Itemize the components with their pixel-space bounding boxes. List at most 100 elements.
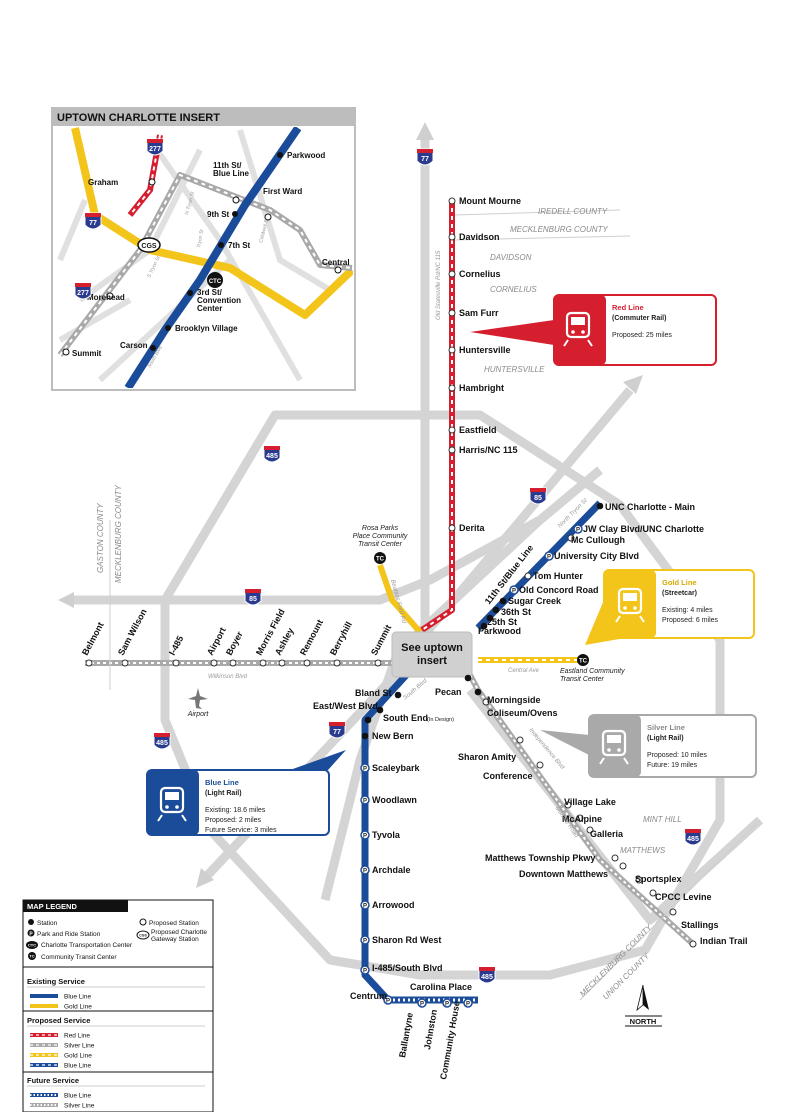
- eastland-tc-badge-text: TC: [579, 659, 588, 665]
- rosa-parks-tc-badge-text: TC: [376, 557, 385, 563]
- blue-station-sharon-rd-west-park-ride-mark: P: [363, 939, 367, 945]
- future-station-422: [417, 998, 427, 1008]
- label-derita: Derita: [459, 523, 486, 533]
- legend-proposed-silver-line: Silver Line: [64, 1043, 95, 1050]
- gold-line-name: Gold Line: [662, 578, 697, 587]
- red-station-derita: [448, 524, 456, 532]
- interstate-i85-ne-shield-icon: 85: [529, 487, 547, 505]
- town-davidson: DAVIDSON: [490, 253, 532, 262]
- label-coliseum-ovens: Coliseum/Ovens: [487, 708, 558, 718]
- red-station-hambright: [448, 384, 456, 392]
- blue-station-east-west-blvd: [376, 706, 384, 714]
- silver-station-ashley: [278, 659, 286, 667]
- label-summit: Summit: [369, 623, 393, 657]
- label-village-lake: Village Lake: [564, 797, 616, 807]
- label-25th-st: 25th St: [487, 617, 517, 627]
- insert-interstate-277-shield-icon: 277: [74, 282, 92, 300]
- town-mint-hill: MINT HILL: [643, 815, 682, 824]
- label-new-bern: New Bern: [372, 731, 414, 741]
- silver-station-morris-field: [259, 659, 267, 667]
- red-line-name: Red Line: [612, 303, 644, 312]
- interstate-i485-south-shield-icon-number: 485: [481, 974, 493, 981]
- blue-station-i-485-south-blvd-park-ride-mark: P: [363, 969, 367, 975]
- gold-line-west: [377, 564, 423, 634]
- interstate-i77-north-shield-icon-number: 77: [421, 156, 429, 163]
- future-station-422-park-ride-mark: P: [420, 1002, 424, 1008]
- blue-station-sharon-rd-west: [360, 935, 370, 945]
- blue-station-woodlawn-park-ride-mark: P: [363, 799, 367, 805]
- silver-station-pecan: [464, 674, 472, 682]
- label-woodlawn: Woodlawn: [372, 795, 417, 805]
- insert-station-7th-st: 7th St: [228, 241, 251, 250]
- label-i-485: I-485: [167, 634, 185, 657]
- blue-station-scaleybark: [360, 763, 370, 773]
- uptown-insert-reference[interactable]: [391, 631, 473, 678]
- label-centrum: Centrum: [350, 991, 387, 1001]
- silver-line-type: (Light Rail): [647, 735, 684, 742]
- silver-station-sportsplex: [635, 876, 643, 884]
- legend-existing-title: Existing Service: [27, 977, 85, 986]
- interstate-i77-south-shield-icon-number: 77: [333, 729, 341, 736]
- blue-station-archdale-park-ride-mark: P: [363, 869, 367, 875]
- interstate-i485-se-shield-icon-number: 485: [687, 836, 699, 843]
- red-station-davidson: [448, 233, 456, 241]
- blue-station-old-concord-road: [509, 585, 519, 595]
- silver-line-note-0: Proposed: 10 miles: [647, 752, 707, 759]
- interstate-i85-west-shield-icon-number: 85: [249, 596, 257, 603]
- interstate-i485-se-shield-icon: 485: [684, 828, 702, 846]
- insert-interstate-77-shield-icon: 77: [84, 212, 102, 230]
- blue-station-unc-charlotte-main: [596, 502, 604, 510]
- road-old-statesville: Old Statesville Rd/NC 115: [436, 250, 442, 320]
- interstate-i77-south-shield-icon: 77: [328, 721, 346, 739]
- red-line-type: (Commuter Rail): [612, 315, 666, 322]
- road-wilkinson: Wilkinson Blvd: [208, 674, 248, 680]
- interstate-i485-sw-shield-icon: 485: [153, 732, 171, 750]
- label-university-city-blvd: University City Blvd: [554, 551, 639, 561]
- insert-station-central: Central: [322, 258, 350, 267]
- interstate-i85-west-shield-icon: 85: [244, 588, 262, 606]
- label-huntersville: Huntersville: [459, 345, 511, 355]
- legend-proposed-station-symbol: [139, 918, 147, 926]
- blue-station-scaleybark-park-ride-mark: P: [363, 767, 367, 773]
- county-iredell: IREDELL COUNTY: [538, 207, 608, 216]
- label-eastfield: Eastfield: [459, 425, 497, 435]
- blue-station-jw-clay-blvd-unc-charlotte: [573, 524, 583, 534]
- blue-line-note-1: Proposed: 2 miles: [205, 817, 262, 824]
- label-mcalpine: McAlpine: [562, 814, 602, 824]
- label-carolina-place: Carolina Place: [410, 982, 472, 992]
- label-morningside: Morningside: [487, 695, 541, 705]
- town-huntersville: HUNTERSVILLE: [484, 365, 545, 374]
- silver-station-sharon-amity: [516, 736, 524, 744]
- red-line-info-box: Red Line (Commuter Rail) Proposed: 25 mile…: [470, 294, 717, 366]
- insert-ctc-badge: CTC: [209, 279, 222, 285]
- train-icon: [563, 311, 593, 347]
- rosa-parks-tc-badge: [374, 552, 386, 564]
- silver-station-morningside: [474, 688, 482, 696]
- insert-interstate-277-shield-icon: 277: [146, 138, 164, 156]
- silver-station-summit: [374, 659, 382, 667]
- blue-station-i-485-south-blvd: [360, 965, 370, 975]
- blue-station-woodlawn: [360, 795, 370, 805]
- insert-road-tryon-st: Tryon St: [196, 228, 205, 248]
- red-line-note-0: Proposed: 25 miles: [612, 332, 672, 339]
- label-tyvola: Tyvola: [372, 830, 401, 840]
- silver-station-indian-trail: [689, 940, 697, 948]
- insert-station-9th-st: 9th St: [207, 210, 230, 219]
- blue-line-south: [361, 657, 423, 1003]
- blue-station-sugar-creek: [499, 597, 507, 605]
- label-cornelius: Cornelius: [459, 269, 501, 279]
- interstate-i485-nw-shield-icon-number: 485: [266, 453, 278, 460]
- legend-ctc: Charlotte Transportation Center: [41, 942, 133, 949]
- label-south-end: South End: [383, 713, 428, 723]
- label-conference: Conference: [483, 771, 533, 781]
- transit-lines: [85, 200, 696, 1004]
- label-belmont: Belmont: [80, 620, 106, 656]
- label-sharon-rd-west: Sharon Rd West: [372, 935, 441, 945]
- silver-station-galleria: [586, 826, 594, 834]
- blue-station-tom-hunter: [524, 572, 532, 580]
- blue-station-archdale: [360, 865, 370, 875]
